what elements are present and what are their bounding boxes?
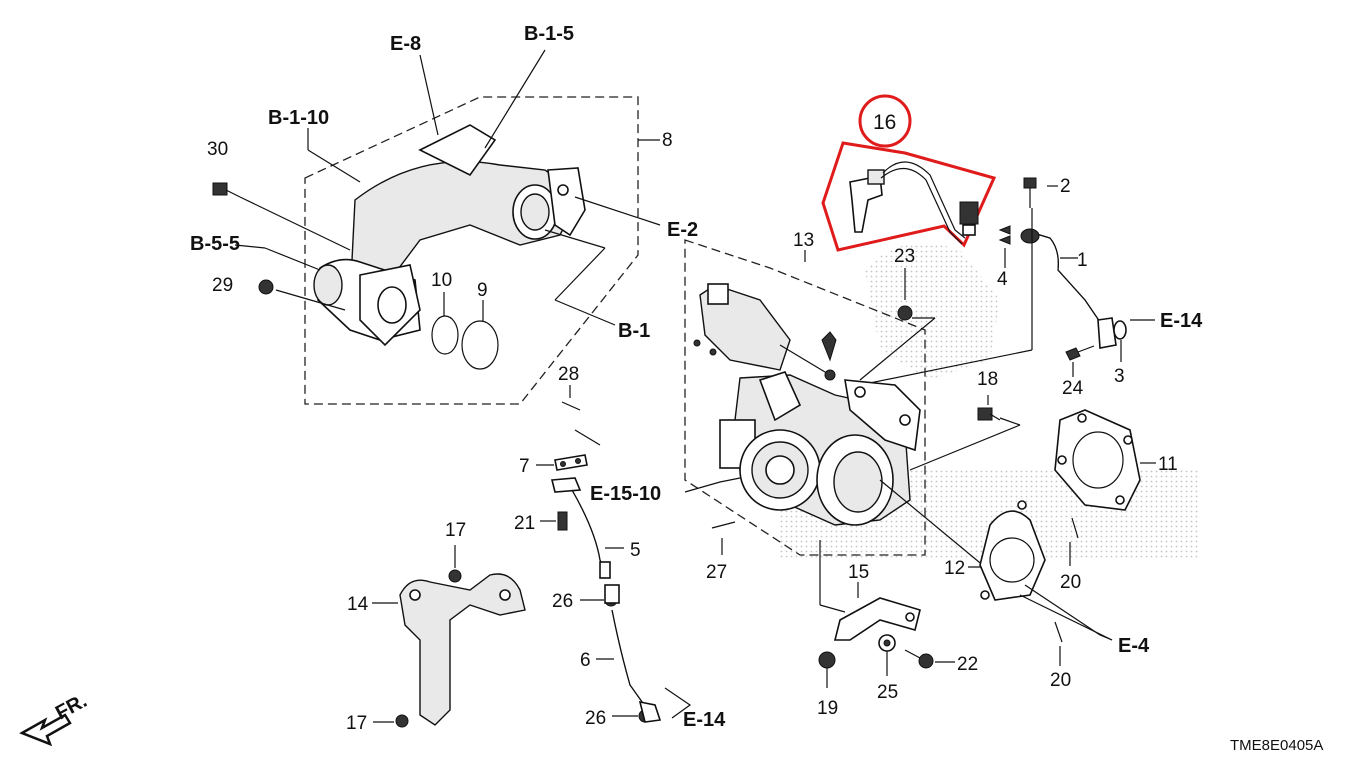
nut-23-shape bbox=[897, 305, 913, 321]
label-part-1[interactable]: 1 bbox=[1077, 250, 1088, 271]
gasket-11-shape bbox=[1054, 409, 1156, 511]
ref-E-8[interactable]: E-8 bbox=[390, 33, 421, 55]
label-part-24[interactable]: 24 bbox=[1062, 378, 1084, 399]
stud-20-shapes bbox=[1054, 517, 1079, 666]
label-part-17-lower[interactable]: 17 bbox=[346, 713, 367, 734]
ref-E-14-right[interactable]: E-14 bbox=[1160, 310, 1203, 332]
label-part-19[interactable]: 19 bbox=[817, 698, 838, 719]
ref-B-1-10[interactable]: B-1-10 bbox=[268, 107, 329, 129]
hose-5-shape bbox=[550, 477, 611, 579]
label-part-10[interactable]: 10 bbox=[431, 270, 452, 291]
ref-B-5-5[interactable]: B-5-5 bbox=[190, 233, 240, 255]
hose-group bbox=[536, 385, 692, 723]
label-part-29[interactable]: 29 bbox=[212, 275, 233, 296]
label-part-12[interactable]: 12 bbox=[944, 558, 965, 579]
stud-27-shape bbox=[711, 521, 736, 529]
label-part-4[interactable]: 4 bbox=[997, 269, 1008, 290]
ref-B-1[interactable]: B-1 bbox=[618, 320, 650, 342]
label-part-26-upper[interactable]: 26 bbox=[552, 591, 573, 612]
label-part-25[interactable]: 25 bbox=[877, 682, 898, 703]
pipe-assembly-group bbox=[212, 49, 661, 405]
turbo-assembly-group bbox=[684, 239, 1021, 568]
label-part-15[interactable]: 15 bbox=[848, 562, 869, 583]
label-part-20-lower[interactable]: 20 bbox=[1050, 670, 1071, 691]
label-part-16[interactable]: 16 bbox=[873, 111, 896, 134]
gasket-12-shape bbox=[979, 500, 1113, 641]
bracket-15-group bbox=[818, 540, 955, 688]
label-part-22[interactable]: 22 bbox=[957, 654, 978, 675]
bolt-30-shape bbox=[212, 182, 241, 198]
ref-E-14-bottom[interactable]: E-14 bbox=[683, 709, 726, 731]
label-part-5[interactable]: 5 bbox=[630, 540, 641, 561]
label-part-7[interactable]: 7 bbox=[519, 456, 530, 477]
bolt-19-shape bbox=[818, 651, 836, 688]
label-part-20-upper[interactable]: 20 bbox=[1060, 572, 1081, 593]
label-part-26-lower[interactable]: 26 bbox=[585, 708, 606, 729]
sensor-16-shape bbox=[849, 161, 979, 245]
bolt-21-shape bbox=[557, 511, 568, 531]
ref-B-1-5[interactable]: B-1-5 bbox=[524, 23, 574, 45]
ref-E-2[interactable]: E-2 bbox=[667, 219, 698, 241]
label-part-17-upper[interactable]: 17 bbox=[445, 520, 466, 541]
label-part-13[interactable]: 13 bbox=[793, 230, 814, 251]
nut-29-shape bbox=[258, 279, 274, 295]
front-arrow-icon bbox=[19, 713, 72, 747]
label-part-14[interactable]: 14 bbox=[347, 594, 369, 615]
pipe-1-group bbox=[859, 177, 1155, 386]
bolt-22-shape bbox=[904, 649, 955, 669]
diagram-code: TME8E0405A bbox=[1230, 737, 1323, 754]
label-part-18[interactable]: 18 bbox=[977, 369, 998, 390]
ref-E-4[interactable]: E-4 bbox=[1118, 635, 1150, 657]
label-part-28[interactable]: 28 bbox=[558, 364, 579, 385]
label-part-30[interactable]: 30 bbox=[207, 139, 228, 160]
ref-E-15-10[interactable]: E-15-10 bbox=[590, 483, 661, 505]
hose-6-shape bbox=[604, 584, 662, 723]
label-part-8[interactable]: 8 bbox=[662, 130, 673, 151]
clamp-4-shape bbox=[998, 225, 1011, 245]
bolt-18-shape bbox=[977, 407, 1001, 421]
highlight-circle bbox=[858, 94, 912, 148]
label-part-11[interactable]: 11 bbox=[1158, 454, 1178, 475]
label-part-23[interactable]: 23 bbox=[894, 246, 915, 267]
bolt-24-shape bbox=[1065, 345, 1095, 361]
reference-labels: E-8 B-1-5 B-1-10 E-2 B-5-5 B-1 E-14 E-14… bbox=[190, 23, 1203, 731]
label-part-9[interactable]: 9 bbox=[477, 280, 488, 301]
bracket-14-group bbox=[372, 545, 526, 728]
label-part-3[interactable]: 3 bbox=[1114, 366, 1125, 387]
plate-7-shape bbox=[554, 454, 588, 471]
highlight-part-16 bbox=[821, 94, 997, 252]
bolt-2-shape bbox=[1023, 177, 1037, 208]
part-labels: 1 2 3 4 5 6 7 8 9 10 11 12 13 14 15 16 1… bbox=[207, 111, 1178, 734]
label-part-21[interactable]: 21 bbox=[514, 513, 535, 534]
label-part-27[interactable]: 27 bbox=[706, 562, 727, 583]
label-part-2[interactable]: 2 bbox=[1060, 176, 1071, 197]
label-part-6[interactable]: 6 bbox=[580, 650, 591, 671]
washer-25-shape bbox=[878, 634, 896, 676]
